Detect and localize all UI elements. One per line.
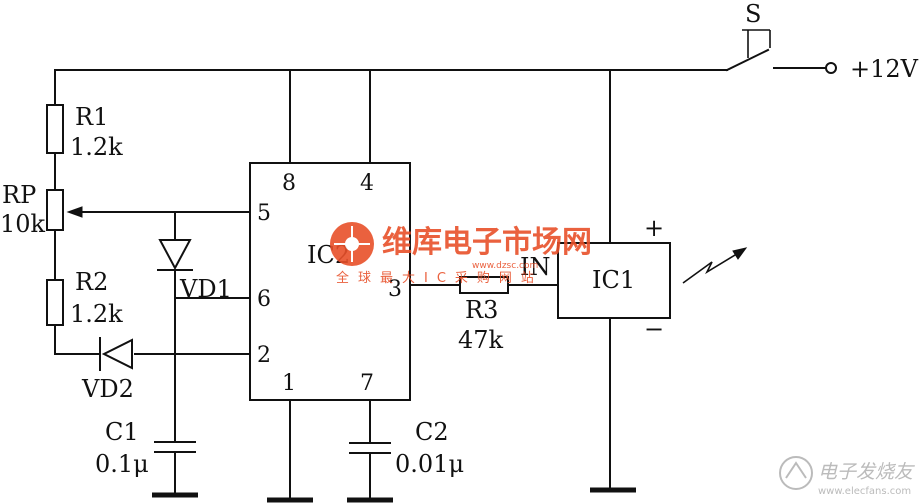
- elecfans-logo-icon: [779, 456, 813, 490]
- rp-ref: RP: [2, 181, 36, 209]
- ic2-pin-7: 7: [360, 371, 374, 396]
- capacitor-c1: [154, 441, 196, 453]
- supply-label: +12V: [850, 55, 919, 83]
- ic2-pin-6: 6: [257, 287, 271, 312]
- wires: [54, 29, 827, 501]
- watermark-dzsc: 维库电子市场网 www.dzsc.com 全球最大IC采购网站: [330, 222, 592, 286]
- c2-ref: C2: [415, 418, 449, 446]
- watermark-elecfans: 电子发烧友 www.elecfans.com: [779, 456, 915, 497]
- watermark-main-text: 维库电子市场网: [382, 225, 592, 260]
- c1-value: 0.1μ: [95, 450, 149, 478]
- ic2-pin-2: 2: [257, 343, 271, 368]
- resistor-r3: [459, 276, 509, 294]
- r3-ref: R3: [465, 296, 498, 324]
- ic2-pin-4: 4: [360, 171, 374, 196]
- resistor-r1: [46, 104, 64, 154]
- r2-ref: R2: [75, 268, 108, 296]
- ground-symbols: [152, 487, 636, 503]
- ic2-pin-8: 8: [282, 171, 296, 196]
- r1-ref: R1: [75, 103, 108, 131]
- supply-terminal: [825, 62, 837, 74]
- ic2-pin-1: 1: [282, 371, 296, 396]
- ic2-pin-3: 3: [388, 277, 402, 302]
- ic1-minus-label: −: [644, 315, 664, 343]
- r3-value: 47k: [458, 326, 504, 354]
- ic1-plus-label: +: [644, 214, 664, 242]
- vd2-label: VD2: [81, 375, 134, 403]
- watermark-elecfans-url: www.elecfans.com: [818, 486, 911, 497]
- resistor-r2: [46, 279, 64, 326]
- watermark-sub-text: 全球最大IC采购网站: [336, 270, 543, 286]
- switch-blade: [725, 48, 770, 72]
- ic1-label: IC1: [592, 266, 635, 294]
- diode-vd1: [157, 239, 193, 271]
- ic2-pin-5: 5: [257, 201, 271, 226]
- diode-vd2: [99, 337, 133, 371]
- capacitor-c2: [349, 442, 391, 454]
- c1-ref: C1: [105, 418, 139, 446]
- ic1-input-label: IN: [520, 253, 550, 281]
- vd1-label: VD1: [179, 275, 232, 303]
- switch-label: S: [745, 0, 761, 28]
- r1-value: 1.2k: [70, 133, 123, 161]
- potentiometer-rp: [46, 189, 64, 231]
- ic1-body: [557, 242, 671, 319]
- emission-arrow-icon: [682, 247, 748, 284]
- c2-value: 0.01μ: [395, 450, 464, 478]
- rp-value: 10k: [0, 210, 46, 238]
- r2-value: 1.2k: [70, 300, 123, 328]
- ic2-body: [249, 162, 411, 401]
- watermark-url-text: www.dzsc.com: [472, 261, 538, 271]
- watermark-elecfans-text: 电子发烧友: [818, 461, 915, 483]
